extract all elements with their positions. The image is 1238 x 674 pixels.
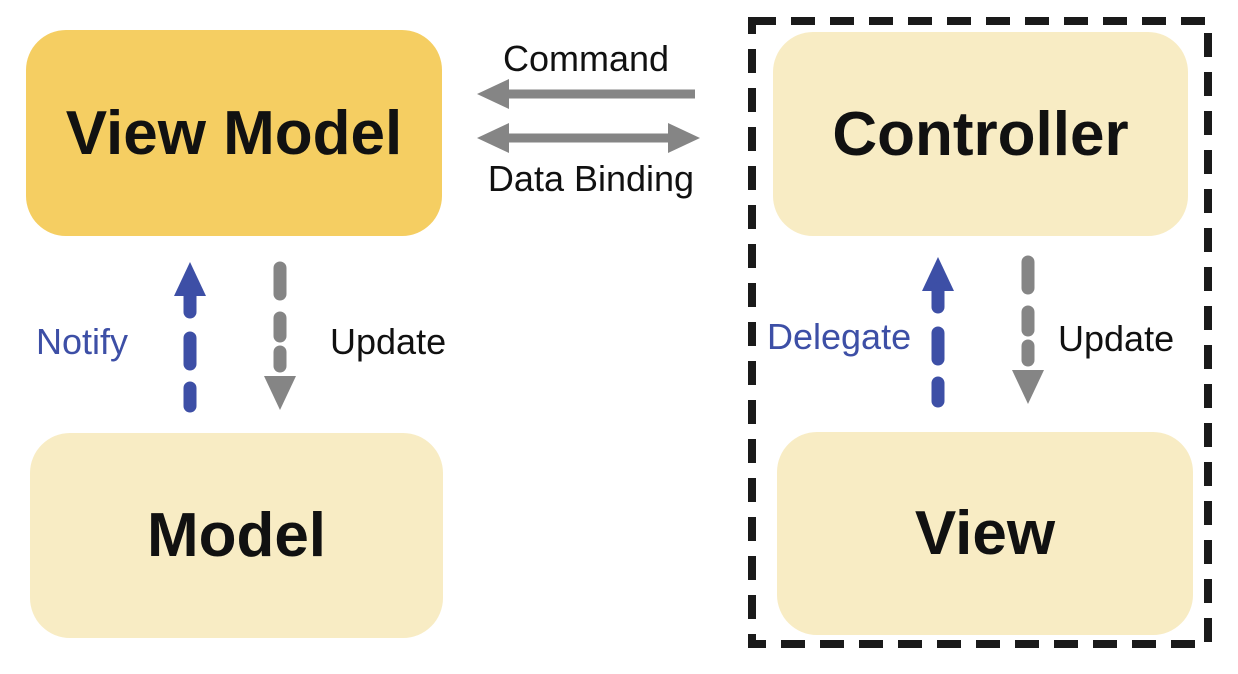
update-left-arrow bbox=[264, 261, 296, 410]
command-label: Command bbox=[502, 38, 670, 79]
data-binding-label: Data Binding bbox=[487, 158, 695, 199]
node-model: Model bbox=[30, 433, 443, 638]
notify-arrow-head-up bbox=[174, 262, 206, 296]
view-controller-group-border bbox=[748, 17, 1212, 648]
update-left-label: Update bbox=[330, 321, 447, 362]
node-controller-label: Controller bbox=[832, 99, 1129, 169]
update-right-arrow bbox=[1012, 255, 1044, 404]
update-left-arrow-head-down bbox=[264, 376, 296, 410]
data-binding-arrow bbox=[477, 123, 700, 153]
data-binding-arrow-head-right bbox=[668, 123, 700, 153]
delegate-arrow bbox=[922, 257, 954, 408]
node-view-label: View bbox=[914, 499, 1056, 568]
data-binding-arrow-head-left bbox=[477, 123, 509, 153]
node-view-model: View Model bbox=[26, 30, 442, 236]
notify-arrow bbox=[174, 262, 206, 413]
node-model-label: Model bbox=[146, 501, 327, 570]
delegate-arrow-head-up bbox=[922, 257, 954, 291]
node-view: View bbox=[777, 432, 1193, 635]
delegate-label: Delegate bbox=[767, 316, 912, 357]
update-right-label: Update bbox=[1058, 318, 1175, 359]
update-right-arrow-head-down bbox=[1012, 370, 1044, 404]
node-controller: Controller bbox=[773, 32, 1188, 236]
command-arrow bbox=[477, 79, 695, 109]
command-arrow-head-left bbox=[477, 79, 509, 109]
notify-label: Notify bbox=[36, 321, 129, 362]
node-view-model-label: View Model bbox=[65, 98, 403, 168]
